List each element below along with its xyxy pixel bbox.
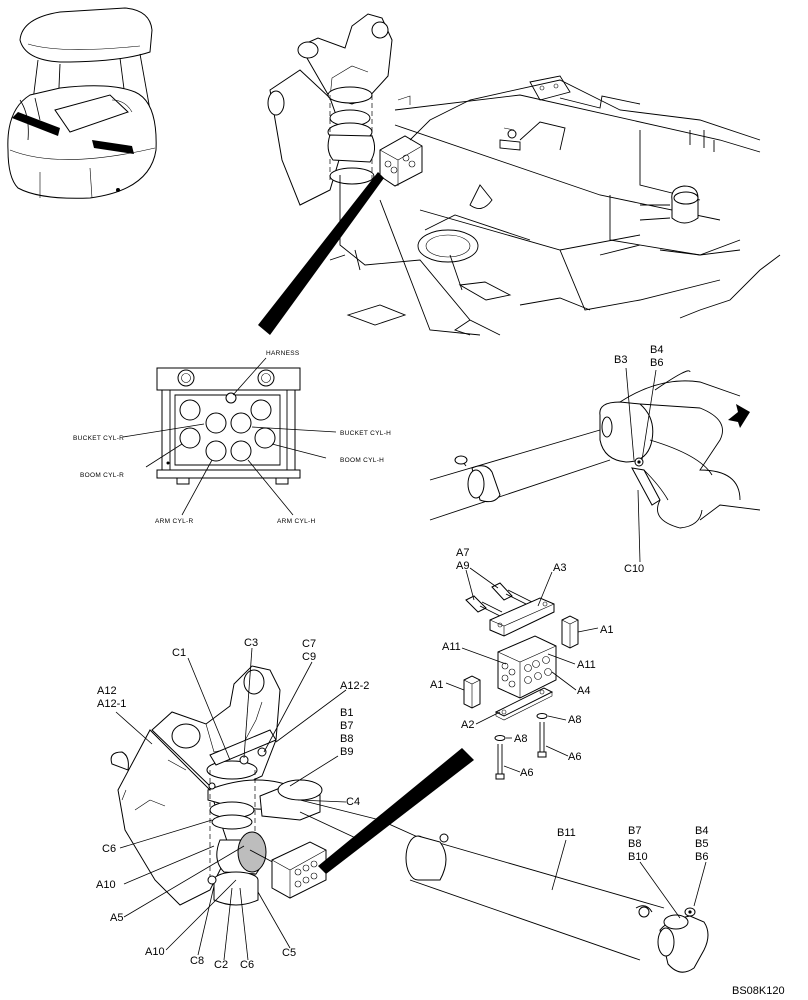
a10-upper-label: A10 — [96, 879, 116, 891]
lower-assembly-view: C1 C3 C7 C9 A12 A12-1 A12-2 B1 B7 B8 B9 … — [96, 637, 709, 973]
a12-2-label: A12-2 — [340, 680, 369, 692]
c9-label: C9 — [302, 651, 316, 663]
bucket-cyl-r-callout: BUCKET CYL-R — [73, 435, 124, 442]
boom-cyl-h-callout: BOOM CYL-H — [340, 457, 384, 464]
a6-right-label: A6 — [568, 751, 581, 763]
bucket-cyl-h-callout: BUCKET CYL-H — [340, 430, 391, 437]
c6-left-label: C6 — [102, 843, 116, 855]
arm-cyl-r-callout: ARM CYL-R — [155, 518, 193, 525]
a10-lower-label: A10 — [145, 946, 165, 958]
b3-label: B3 — [614, 354, 627, 366]
connector-detail: HARNESS BUCKET CYL-R BUCKET CYL-H BOOM C… — [73, 350, 391, 525]
c2-label: C2 — [214, 959, 228, 971]
c10-label: C10 — [624, 563, 644, 575]
b9-label: B9 — [340, 746, 353, 758]
a4-label: A4 — [577, 685, 590, 697]
a8-right-label: A8 — [568, 714, 581, 726]
b4-rod-label: B4 — [695, 825, 708, 837]
a8-left-label: A8 — [514, 733, 527, 745]
c7-label: C7 — [302, 638, 316, 650]
a1-right-label: A1 — [600, 624, 613, 636]
machine-locator-view — [7, 7, 157, 199]
a9-label: A9 — [456, 560, 469, 572]
a7-label: A7 — [456, 547, 469, 559]
c3-label: C3 — [244, 637, 258, 649]
exploded-block-parts: A7 A9 A3 A1 A11 A11 A1 A4 A2 A8 A8 A6 A6 — [430, 547, 613, 780]
a11-right-label: A11 — [577, 659, 596, 671]
b8-label: B8 — [340, 733, 353, 745]
c4-label: C4 — [346, 796, 360, 808]
b6-rod-label: B6 — [695, 851, 708, 863]
cylinder-eye-detail: B3 B4 B6 C10 — [429, 344, 761, 575]
a2-label: A2 — [461, 719, 474, 731]
a3-label: A3 — [553, 562, 566, 574]
a12-1-label: A12-1 — [97, 698, 126, 710]
b7-label: B7 — [340, 720, 353, 732]
b8-rod-label: B8 — [628, 838, 641, 850]
b11-label: B11 — [557, 827, 576, 839]
a12-label: A12 — [97, 685, 117, 697]
b6-label: B6 — [650, 357, 663, 369]
c8-label: C8 — [190, 955, 204, 967]
a5-label: A5 — [110, 912, 123, 924]
a6-left-label: A6 — [520, 767, 533, 779]
c1-label: C1 — [172, 647, 186, 659]
upper-frame-view — [258, 13, 781, 336]
harness-callout: HARNESS — [266, 350, 300, 357]
c5-label: C5 — [282, 947, 296, 959]
a1-left-label: A1 — [430, 679, 443, 691]
a11-left-label: A11 — [442, 641, 461, 653]
b10-rod-label: B10 — [628, 851, 648, 863]
arm-cyl-h-callout: ARM CYL-H — [277, 518, 315, 525]
b4-label: B4 — [650, 344, 663, 356]
b7-rod-label: B7 — [628, 825, 641, 837]
c6-lower-label: C6 — [240, 959, 254, 971]
b5-rod-label: B5 — [695, 838, 708, 850]
b1-label: B1 — [340, 707, 353, 719]
drawing-id: BS08K120 — [732, 985, 785, 997]
boom-cyl-r-callout: BOOM CYL-R — [80, 472, 124, 479]
